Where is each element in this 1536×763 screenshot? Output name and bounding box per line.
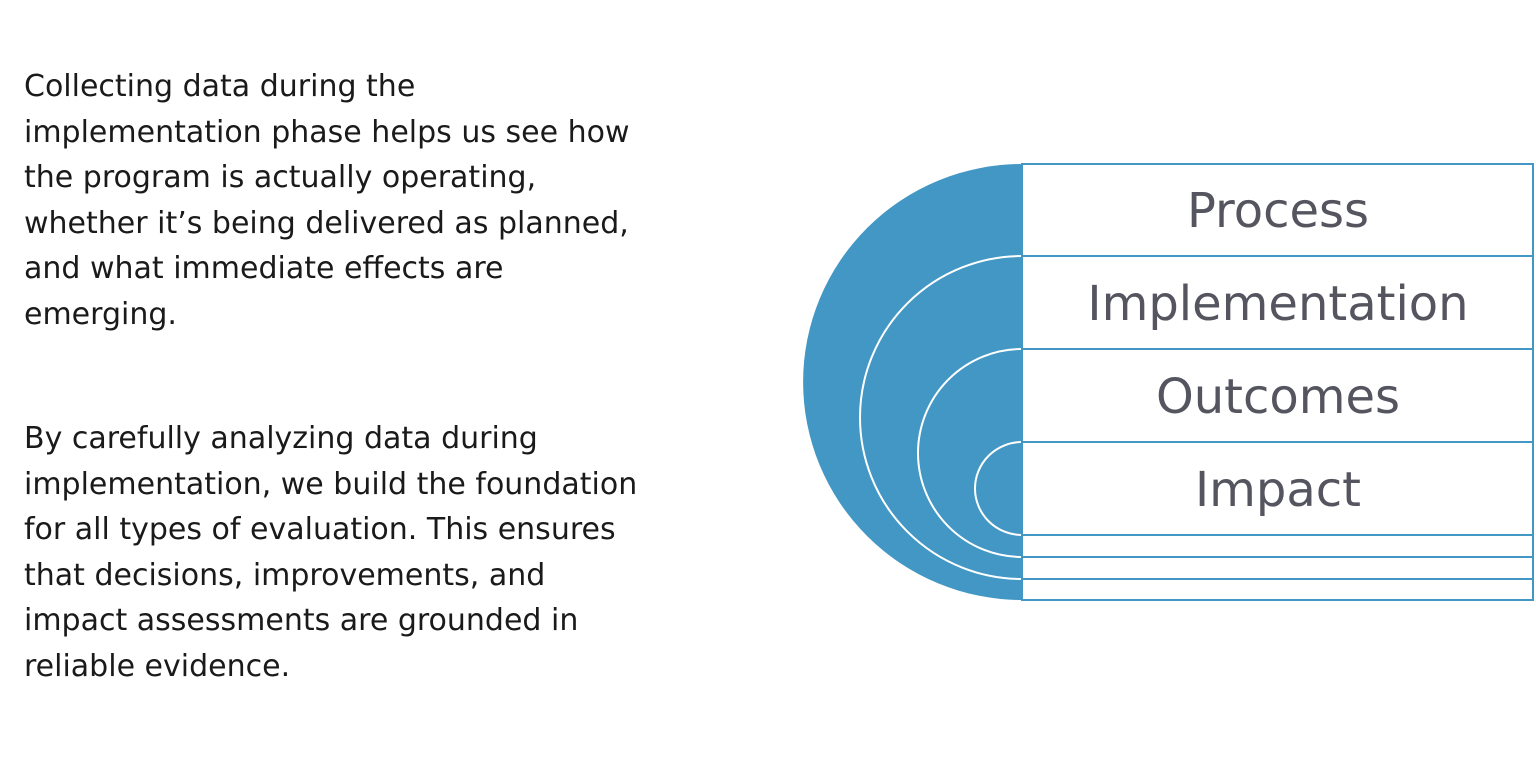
text-line: emerging. <box>24 296 177 332</box>
text-line: By carefully analyzing data during <box>24 421 538 456</box>
text-line: implementation, we build the foundation <box>24 466 638 502</box>
row-spacer <box>1021 534 1534 558</box>
row-outcomes <box>1021 348 1534 443</box>
text-line: for all types of evaluation. This ensure… <box>24 512 616 547</box>
label-outcomes: Outcomes <box>1156 369 1400 425</box>
text-line: reliable evidence. <box>24 648 291 684</box>
text-line: whether it’s being delivered as planned, <box>24 205 629 241</box>
arc-outcomes <box>917 348 1023 558</box>
text-line: Collecting data during the <box>24 69 416 104</box>
text-line: that decisions, improvements, and <box>24 557 546 593</box>
row-process <box>1021 163 1534 257</box>
arc-implementation <box>859 255 1023 580</box>
label-impact: Impact <box>1195 462 1361 518</box>
row-spacer <box>1021 556 1534 580</box>
row-spacer <box>1021 578 1534 601</box>
text-line: the program is actually operating, <box>24 160 537 195</box>
label-implementation: Implementation <box>1087 276 1468 332</box>
row-impact <box>1021 441 1534 536</box>
foundation-paragraph: By carefully analyzing data during imple… <box>24 416 814 689</box>
text-line: and what immediate effects are <box>24 251 504 286</box>
label-process: Process <box>1187 183 1369 239</box>
arc-process <box>803 164 1022 600</box>
text-line: implementation phase helps us see how <box>24 114 630 150</box>
row-implementation <box>1021 255 1534 350</box>
arc-impact <box>974 441 1023 536</box>
text-line: impact assessments are grounded in <box>24 603 579 638</box>
intro-paragraph: Collecting data during the implementatio… <box>24 64 804 337</box>
